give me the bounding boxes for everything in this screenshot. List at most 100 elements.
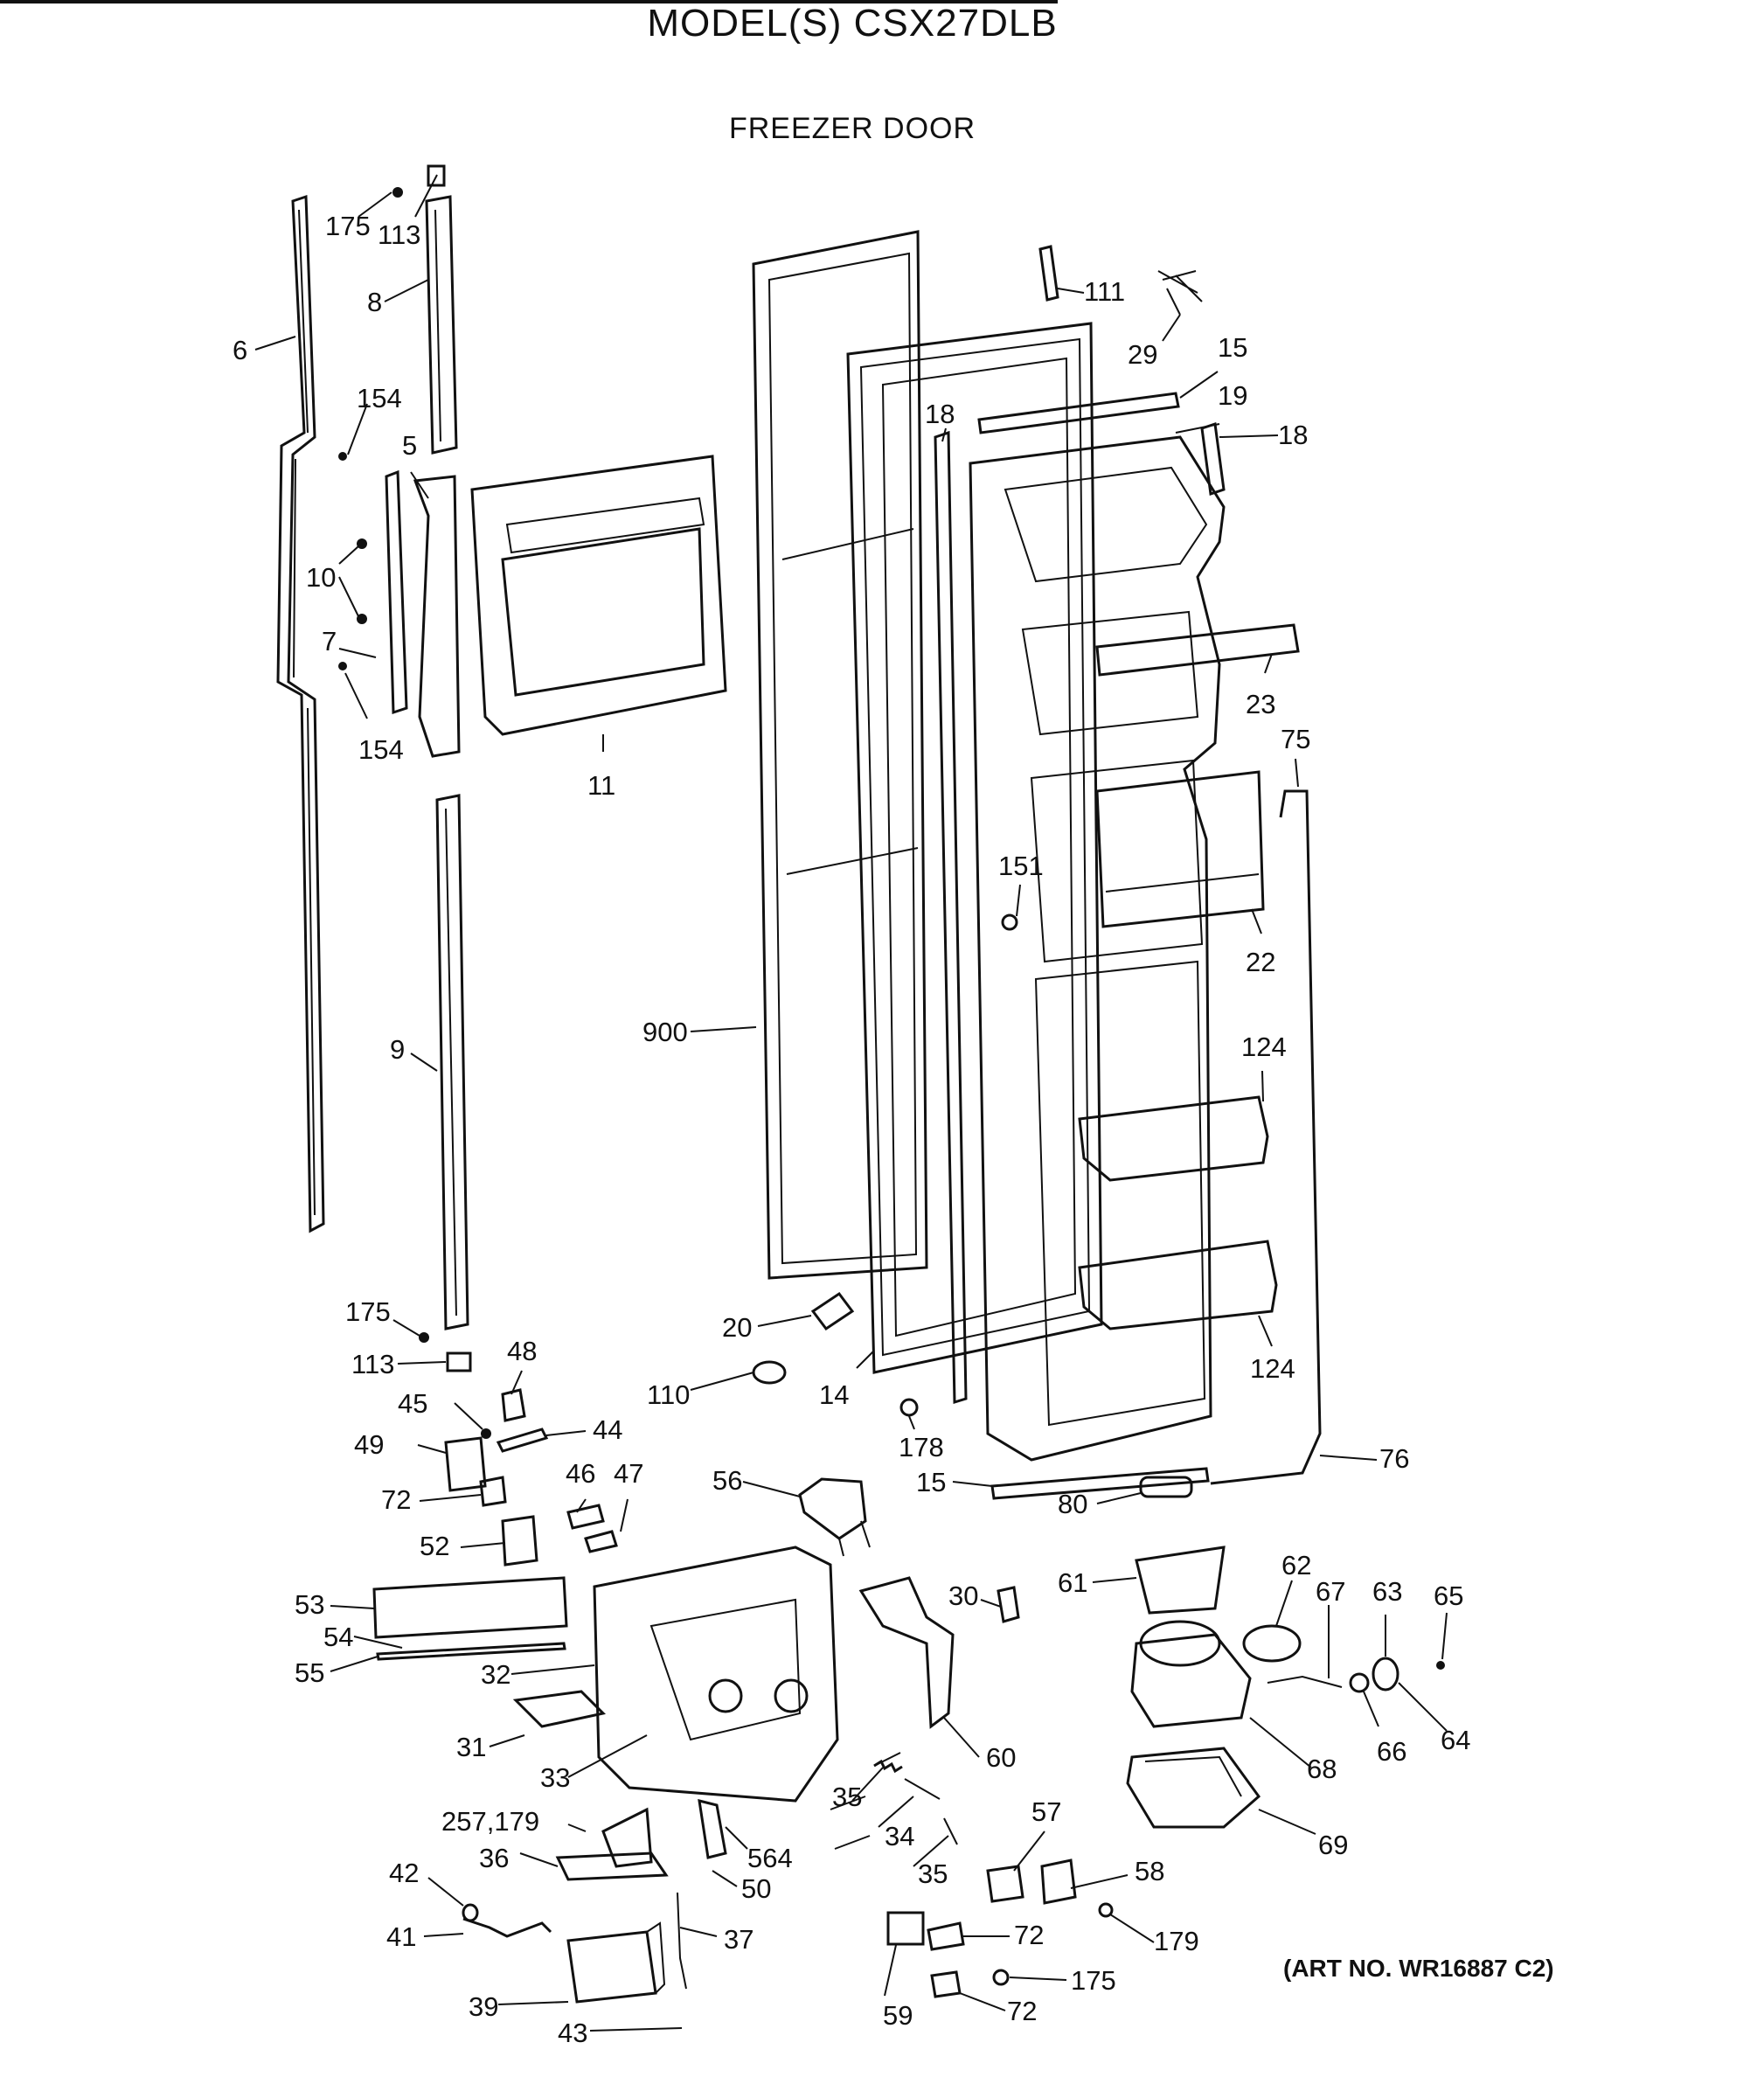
callout-36: 36 <box>479 1843 510 1873</box>
callout-57: 57 <box>1031 1796 1062 1827</box>
callout-10: 10 <box>306 562 337 593</box>
callout-124: 124 <box>1241 1032 1287 1062</box>
callout-49: 49 <box>354 1429 385 1460</box>
callout-33: 33 <box>540 1762 571 1793</box>
callout-62: 62 <box>1281 1550 1312 1580</box>
callout-50: 50 <box>741 1873 772 1904</box>
callout-42: 42 <box>389 1858 420 1888</box>
callout-61: 61 <box>1058 1567 1088 1598</box>
callout-59: 59 <box>883 2000 913 2031</box>
callout-72: 72 <box>1007 1996 1038 2026</box>
callout-900: 900 <box>642 1017 688 1047</box>
callout-52: 52 <box>420 1531 450 1561</box>
callout-54: 54 <box>323 1622 354 1652</box>
callout-111: 111 <box>1084 276 1126 307</box>
part-32-33-housing <box>512 1546 839 1803</box>
callout-5: 5 <box>402 430 418 461</box>
callout-154: 154 <box>357 383 402 413</box>
part-5-handle <box>385 469 461 758</box>
part-9-lower-bar <box>435 794 469 1330</box>
callout-47: 47 <box>614 1458 644 1489</box>
callout-80: 80 <box>1058 1489 1088 1519</box>
callout-18: 18 <box>925 399 955 429</box>
part-900-outer-door <box>752 230 928 1280</box>
art-number: (ART NO. WR16887 C2) <box>1283 1955 1554 1982</box>
callout-55: 55 <box>295 1657 325 1688</box>
callout-67: 67 <box>1316 1576 1346 1607</box>
callout-175: 175 <box>1071 1965 1116 1996</box>
callout-20: 20 <box>722 1312 753 1343</box>
leader-lines <box>254 174 1448 2032</box>
callout-9: 9 <box>390 1034 406 1065</box>
callout-30: 30 <box>948 1580 979 1611</box>
part-56-valve <box>798 1477 871 1557</box>
part-60-bracket <box>858 1576 1020 1729</box>
part-53-55-bezel <box>372 1576 568 1661</box>
callout-60: 60 <box>986 1742 1017 1773</box>
callout-6: 6 <box>233 335 248 365</box>
callout-151: 151 <box>998 851 1044 881</box>
callout-23: 23 <box>1246 689 1276 719</box>
callout-46: 46 <box>566 1458 596 1489</box>
small-hardware-parts <box>338 187 1018 1567</box>
callout-175: 175 <box>325 211 371 241</box>
callout-64: 64 <box>1441 1725 1471 1755</box>
part-14-gasket-frame <box>846 322 1103 1374</box>
part-19-door-liner <box>969 435 1226 1462</box>
callout-37: 37 <box>724 1924 754 1955</box>
callout-8: 8 <box>367 287 383 317</box>
callout-29: 29 <box>1128 339 1158 370</box>
callout-113: 113 <box>351 1349 395 1379</box>
callout-22: 22 <box>1246 947 1276 977</box>
callout-39: 39 <box>469 1991 499 2022</box>
callout-53: 53 <box>295 1589 325 1620</box>
model-title: MODEL(S) CSX27DLB <box>647 2 1058 45</box>
callout-19: 19 <box>1218 380 1248 411</box>
callout-15: 15 <box>916 1467 947 1497</box>
part-124-door-bins <box>1078 1095 1278 1330</box>
callout-178: 178 <box>899 1432 944 1462</box>
part-61-69-auger-assembly <box>1126 1546 1445 1829</box>
callout-179: 179 <box>1154 1926 1199 1956</box>
section-title: FREEZER DOOR <box>728 112 976 145</box>
header-rule <box>0 0 1058 3</box>
callout-34: 34 <box>885 1821 915 1851</box>
callout-44: 44 <box>593 1414 623 1445</box>
part-6-gasket-strip <box>276 194 325 1233</box>
part-11-panel-frame <box>470 455 727 736</box>
part-15-top-rail <box>977 245 1203 434</box>
callout-43: 43 <box>558 2018 588 2048</box>
callout-113: 113 <box>378 219 421 250</box>
callout-110: 110 <box>647 1379 691 1410</box>
callout-257-179: 257,179 <box>441 1806 540 1837</box>
part-36-43-lower-assembly <box>462 1798 727 2004</box>
part-57-59-switches <box>886 1858 1114 1998</box>
callout-35: 35 <box>832 1782 863 1812</box>
part-34-35-springs <box>830 1752 958 1850</box>
callout-72: 72 <box>1014 1920 1045 1950</box>
callout-75: 75 <box>1281 724 1311 754</box>
callout-63: 63 <box>1372 1576 1403 1607</box>
callout-175: 175 <box>345 1296 391 1327</box>
callout-65: 65 <box>1434 1580 1464 1611</box>
callout-41: 41 <box>386 1921 417 1952</box>
callout-68: 68 <box>1307 1754 1337 1784</box>
callout-56: 56 <box>712 1465 743 1496</box>
part-15-bottom-rail <box>990 1467 1210 1500</box>
callout-18: 18 <box>1278 420 1309 450</box>
callout-76: 76 <box>1379 1443 1410 1474</box>
callout-32: 32 <box>481 1659 511 1690</box>
callout-48: 48 <box>507 1336 538 1366</box>
callout-58: 58 <box>1135 1856 1165 1886</box>
callout-14: 14 <box>819 1379 850 1410</box>
callout-35: 35 <box>918 1858 948 1889</box>
callout-154: 154 <box>358 734 404 765</box>
callout-69: 69 <box>1318 1830 1349 1860</box>
callout-124: 124 <box>1250 1353 1295 1384</box>
callout-7: 7 <box>322 626 337 656</box>
callout-31: 31 <box>456 1732 487 1762</box>
part-8-upper-bar <box>425 164 458 455</box>
part-75-76-wire <box>1210 789 1322 1485</box>
part-22-dispenser-cover <box>1095 770 1265 928</box>
